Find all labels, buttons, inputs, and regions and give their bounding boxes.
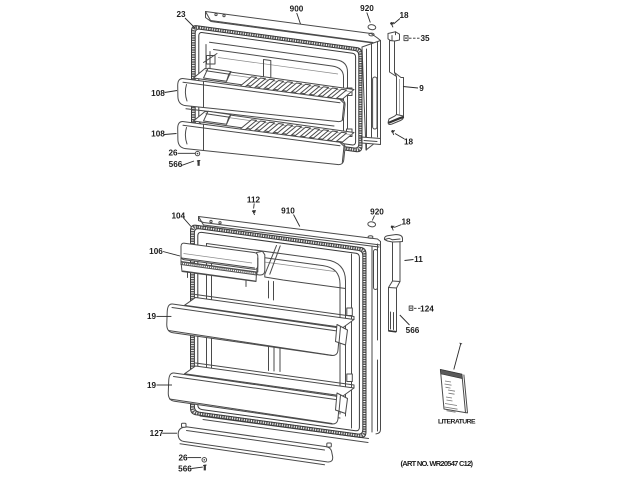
svg-text:910: 910 [281, 207, 295, 216]
svg-text:112: 112 [247, 196, 261, 205]
svg-text:23: 23 [176, 10, 186, 19]
svg-text:566: 566 [406, 326, 420, 335]
svg-text:26: 26 [178, 454, 188, 463]
svg-text:(ART NO. WR20547 C12): (ART NO. WR20547 C12) [401, 459, 474, 468]
svg-text:11: 11 [414, 255, 423, 264]
svg-text:108: 108 [151, 130, 165, 139]
svg-text:900: 900 [290, 5, 304, 14]
svg-text:920: 920 [370, 208, 384, 217]
svg-text:26: 26 [168, 149, 178, 158]
svg-text:19: 19 [147, 381, 157, 390]
svg-text:566: 566 [169, 160, 183, 169]
svg-text:9: 9 [419, 84, 424, 93]
svg-text:18: 18 [399, 11, 409, 20]
svg-text:18: 18 [404, 138, 414, 147]
svg-text:LITERATURE: LITERATURE [438, 419, 476, 426]
svg-text:104: 104 [171, 212, 185, 221]
svg-text:35: 35 [420, 34, 430, 43]
svg-text:920: 920 [360, 4, 374, 13]
svg-text:127: 127 [150, 429, 164, 438]
svg-text:19: 19 [147, 312, 157, 321]
svg-text:106: 106 [149, 247, 163, 256]
svg-text:566: 566 [178, 465, 192, 474]
svg-text:108: 108 [151, 89, 165, 98]
svg-text:18: 18 [401, 218, 411, 227]
svg-text:124: 124 [420, 305, 434, 314]
